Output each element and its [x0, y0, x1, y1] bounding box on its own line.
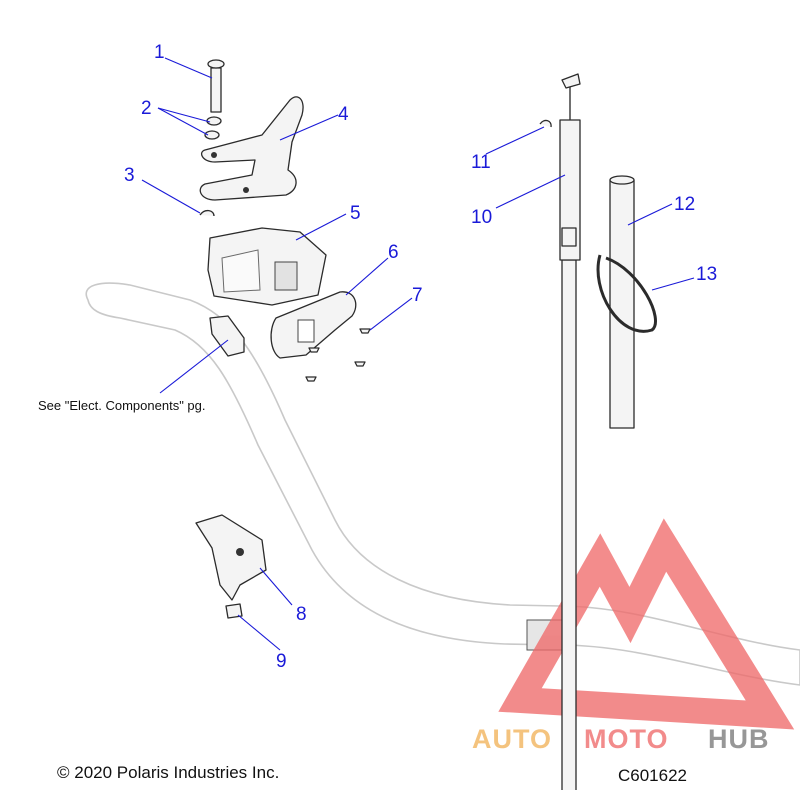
leader-8 — [259, 567, 293, 606]
leader-10 — [495, 174, 566, 209]
part-12-sleeve — [609, 175, 635, 429]
part-8-lever-mount — [195, 514, 267, 601]
leader-11 — [485, 126, 545, 155]
automotohub-watermark: AUTO MOTO HUB — [472, 518, 795, 754]
callout-6: 6 — [388, 242, 399, 263]
callout-2: 2 — [141, 98, 152, 119]
electrical-connector — [209, 315, 245, 357]
callout-3: 3 — [124, 165, 135, 186]
leader-4 — [279, 114, 339, 141]
callout-labels: 1 2 3 4 5 6 7 8 9 10 11 12 13 — [124, 42, 717, 672]
watermark-word-hub: HUB — [708, 724, 770, 754]
leader-13 — [651, 277, 695, 291]
leader-12 — [627, 203, 673, 226]
leader-lines — [141, 57, 695, 651]
part-2-washers — [204, 116, 222, 140]
callout-1: 1 — [154, 42, 165, 63]
leader-note — [159, 339, 229, 394]
handlebar-tube — [85, 282, 800, 686]
part-5-switch-housing — [207, 227, 327, 306]
leader-5 — [295, 213, 347, 241]
callout-4: 4 — [338, 104, 349, 125]
copyright-text: © 2020 Polaris Industries Inc. — [57, 763, 279, 782]
callout-12: 12 — [674, 194, 695, 215]
leader-2a — [157, 107, 211, 123]
callout-13: 13 — [696, 264, 717, 285]
leader-3 — [141, 179, 201, 214]
callout-11: 11 — [471, 152, 491, 173]
part-13-tie-strap — [596, 254, 657, 333]
leader-2b — [157, 107, 209, 136]
leader-1 — [164, 57, 213, 79]
part-6-cover-plate — [270, 291, 357, 359]
part-10-cable — [559, 73, 581, 790]
part-9-plug — [225, 603, 243, 619]
elect-components-note: See "Elect. Components" pg. — [38, 398, 206, 413]
callout-7: 7 — [412, 285, 423, 306]
leader-9 — [237, 614, 281, 651]
leader-7 — [369, 297, 413, 331]
watermark-word-auto: AUTO — [472, 724, 552, 754]
figure-code: C601622 — [618, 766, 687, 785]
part-1-bolt — [207, 59, 225, 113]
part-4-bracket — [199, 96, 304, 201]
part-3-clip — [199, 209, 215, 217]
callout-10: 10 — [471, 207, 492, 228]
watermark-word-moto: MOTO — [584, 724, 669, 754]
callout-9: 9 — [276, 651, 287, 672]
callout-5: 5 — [350, 203, 361, 224]
leader-6 — [345, 257, 389, 296]
part-7-screws — [305, 328, 371, 382]
part-11-e-clip — [539, 119, 552, 128]
callout-8: 8 — [296, 604, 307, 625]
